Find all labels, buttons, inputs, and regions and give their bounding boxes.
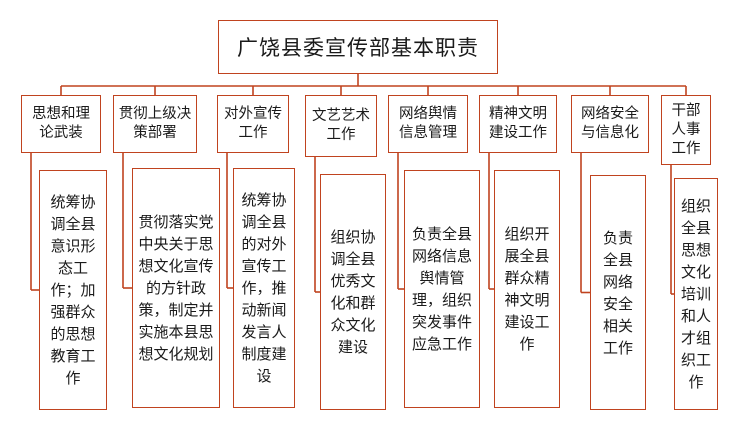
dept-box-implement: 贯彻上级决策部署 — [113, 95, 197, 153]
duty-box-cyber-security: 负责全县网络安全相关工作 — [590, 175, 646, 410]
duty-box-arts: 组织协调全县优秀文化和群众文化建设 — [320, 174, 386, 410]
diagram-title: 广饶县委宣传部基本职责 — [218, 20, 498, 74]
dept-box-cyber-security: 网络安全与信息化 — [571, 95, 649, 153]
duty-box-implement: 贯彻落实党中央关于思想文化宣传的方针政策，制定并实施本县思想文化规划 — [132, 168, 220, 408]
dept-box-external-publicity: 对外宣传工作 — [217, 95, 289, 153]
duty-box-thought: 统筹协调全县意识形态工作；加强群众的思想教育工作 — [39, 170, 107, 410]
dept-box-thought: 思想和理论武装 — [21, 95, 101, 153]
dept-box-network-opinion: 网络舆情信息管理 — [388, 95, 468, 153]
duty-box-cadre-personnel: 组织全县思想文化培训和人才组织工作 — [674, 178, 718, 410]
duty-box-external-publicity: 统筹协调全县的对外宣传工作，推动新闻发言人制度建设 — [233, 168, 295, 408]
duty-box-spiritual-civilization: 组织开展全县群众精神文明建设工作 — [494, 170, 560, 408]
dept-box-cadre-personnel: 干部人事工作 — [661, 95, 711, 165]
dept-box-spiritual-civilization: 精神文明建设工作 — [479, 95, 557, 153]
duty-box-network-opinion: 负责全县网络信息舆情管理，组织突发事件应急工作 — [404, 170, 480, 408]
dept-box-arts: 文艺艺术工作 — [305, 95, 377, 157]
